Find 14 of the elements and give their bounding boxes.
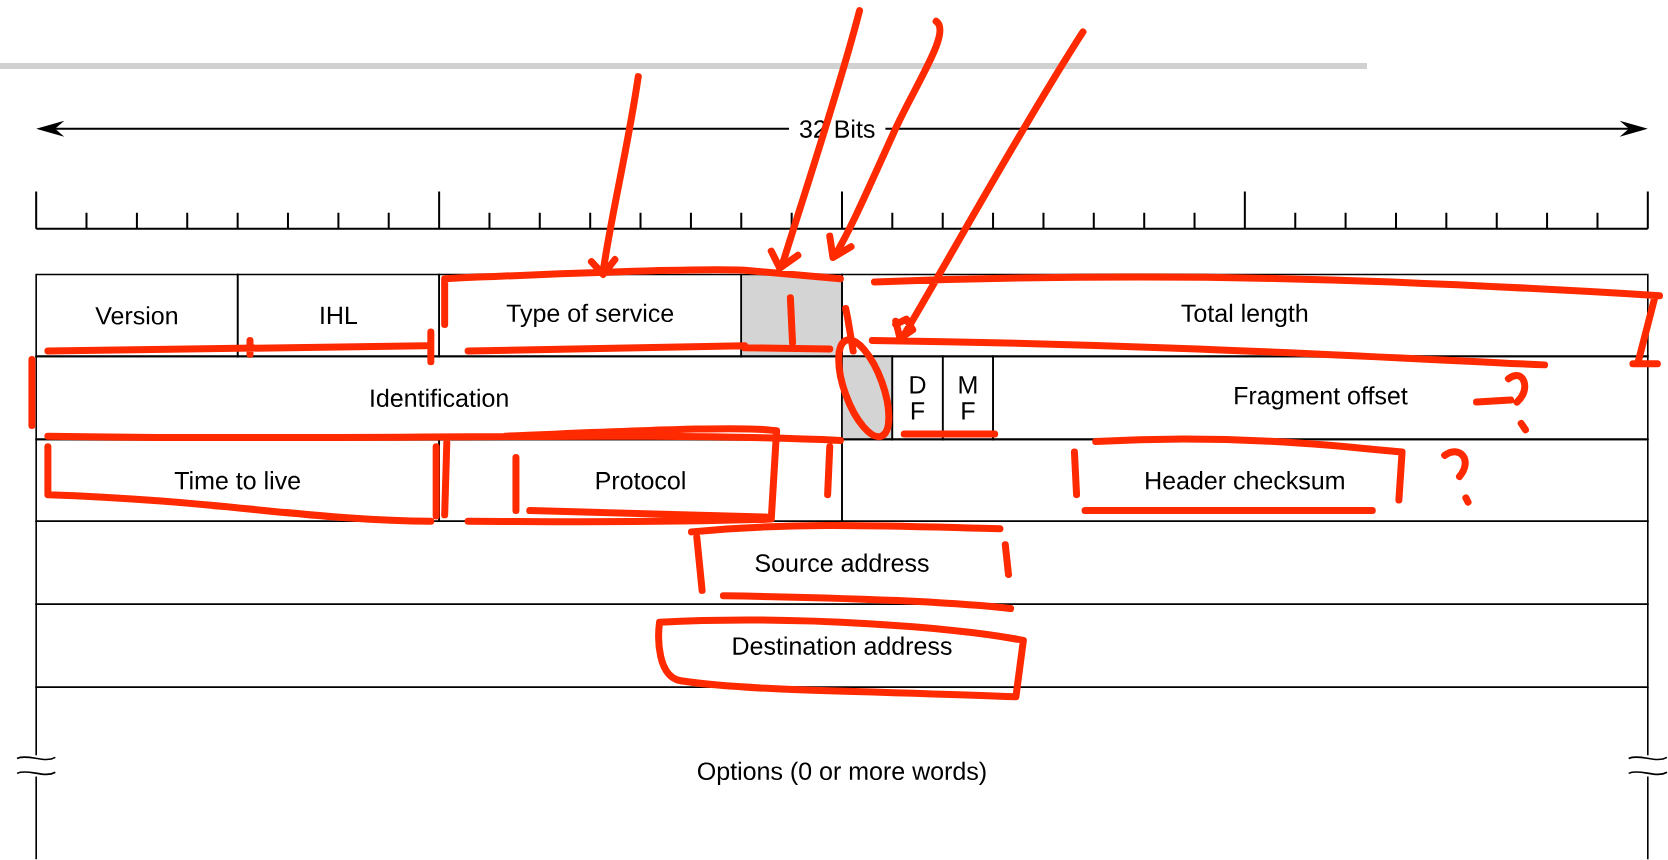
field-cell: Header checksum bbox=[841, 438, 1649, 523]
field-cell: D F bbox=[891, 355, 944, 441]
field-cell: Total length bbox=[841, 273, 1649, 358]
field-cell: IHL bbox=[236, 273, 440, 358]
field-cell: Version bbox=[35, 273, 239, 358]
node-label: Options (0 or more words) bbox=[698, 761, 986, 786]
field-cell: Source address bbox=[35, 520, 1649, 606]
field-cell: Options (0 or more words) bbox=[16, 686, 1668, 860]
field-cell: Time to live bbox=[35, 438, 440, 523]
field-cell: Protocol bbox=[438, 438, 843, 523]
field-cell: Fragment offset bbox=[992, 355, 1649, 441]
field-cell: M F bbox=[941, 355, 994, 441]
field-cell: Destination address bbox=[35, 603, 1649, 689]
field-cell: Identification bbox=[35, 355, 843, 441]
